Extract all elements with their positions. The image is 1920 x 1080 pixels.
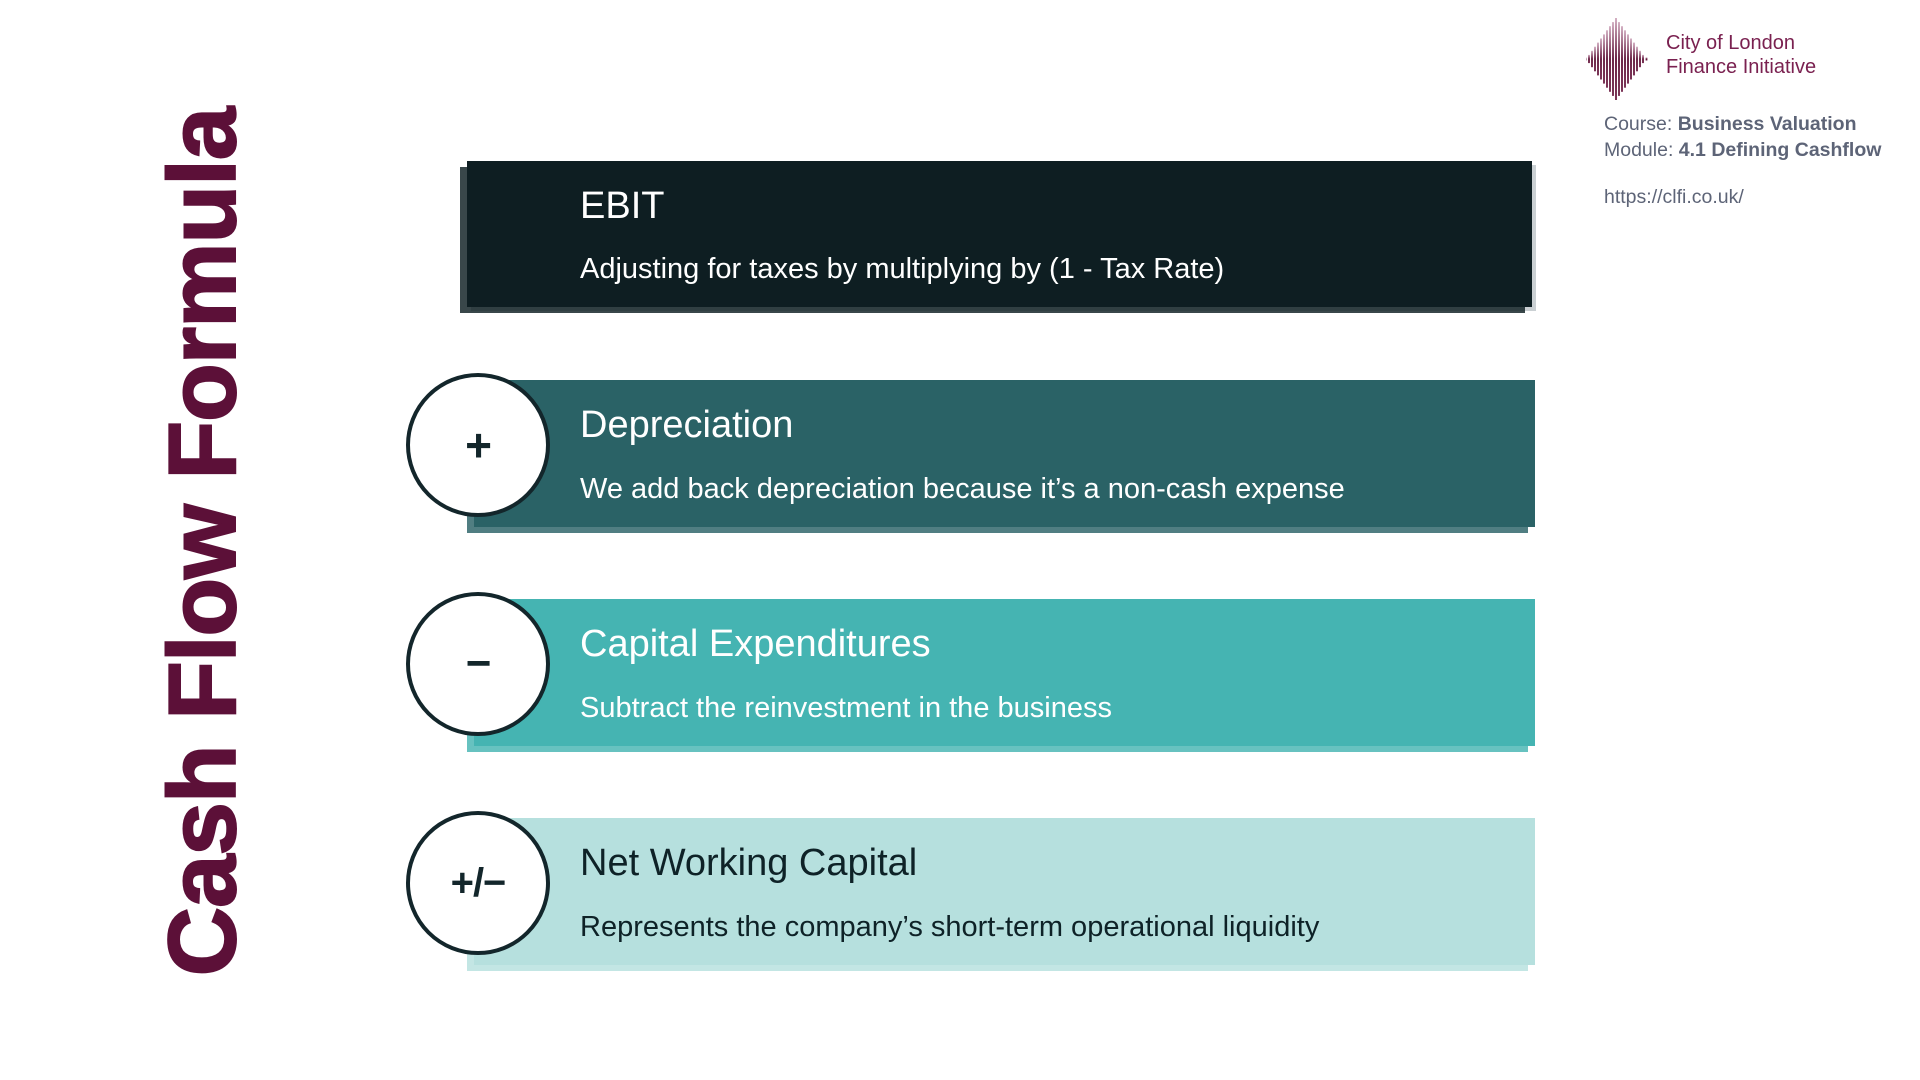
capex-bar: Capital Expenditures Subtract the reinve… (467, 599, 1535, 752)
row-subtitle: Represents the company’s short-term oper… (580, 911, 1320, 944)
depreciation-bar: Depreciation We add back depreciation be… (467, 380, 1535, 533)
row-title: EBIT (580, 185, 665, 227)
minus-badge: − (406, 592, 550, 736)
nwc-bar: Net Working Capital Represents the compa… (467, 818, 1535, 971)
org-name-line2: Finance Initiative (1666, 56, 1817, 78)
website-link[interactable]: https://clfi.co.uk/ (1604, 186, 1744, 208)
course-label: Course: (1604, 113, 1678, 135)
row-title: Depreciation (580, 404, 794, 446)
module-line: Module: 4.1 Defining Cashflow (1604, 138, 1881, 164)
clfi-logo-icon (1586, 18, 1648, 100)
row-title: Net Working Capital (580, 842, 918, 884)
org-name: City of London Finance Initiative (1666, 31, 1816, 79)
row-subtitle: We add back depreciation because it’s a … (580, 473, 1345, 506)
course-value: Business Valuation (1677, 113, 1857, 135)
plus-badge: + (406, 373, 550, 517)
plus-minus-icon: +/− (450, 860, 507, 905)
plus-minus-badge: +/− (406, 811, 550, 955)
course-module-info: Course: Business Valuation Module: 4.1 D… (1604, 112, 1881, 164)
row-subtitle: Adjusting for taxes by multiplying by (1… (580, 253, 1225, 286)
logo-bars (1586, 18, 1648, 100)
module-label: Module: (1604, 138, 1679, 161)
page-title: Cash Flow Formula (148, 107, 257, 977)
minus-icon: − (465, 639, 492, 688)
ebit-bar: EBIT Adjusting for taxes by multiplying … (460, 161, 1532, 313)
course-line: Course: Business Valuation (1604, 112, 1881, 138)
org-name-line1: City of London (1666, 32, 1795, 54)
plus-icon: + (465, 419, 492, 471)
row-subtitle: Subtract the reinvestment in the busines… (580, 692, 1112, 725)
module-value: 4.1 Defining Cashflow (1678, 138, 1882, 161)
row-title: Capital Expenditures (580, 623, 931, 665)
